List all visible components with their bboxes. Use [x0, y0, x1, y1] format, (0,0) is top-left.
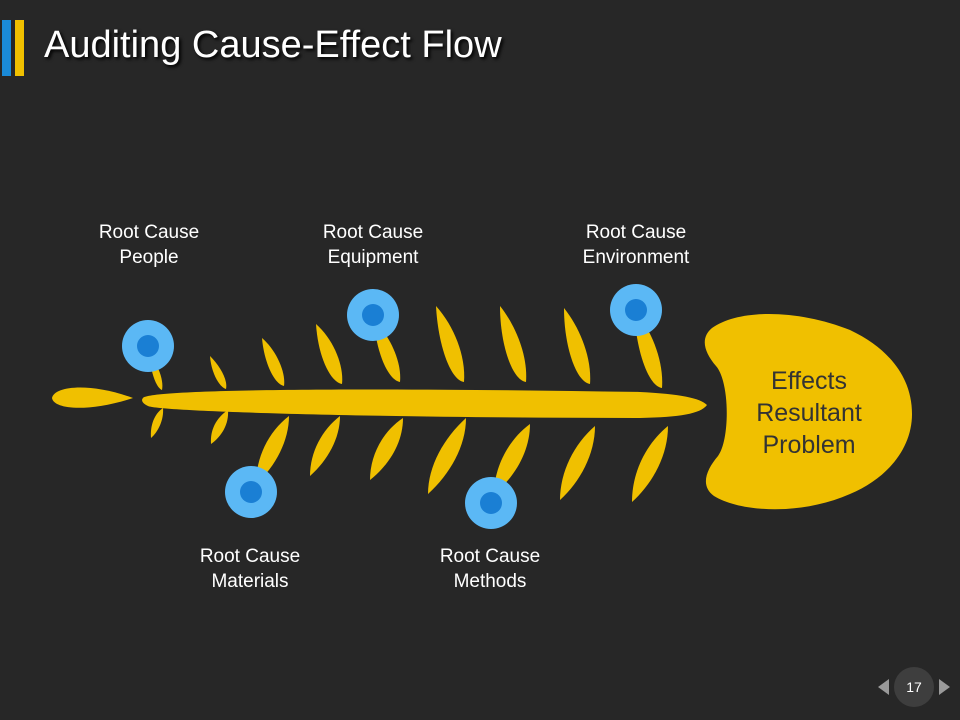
upper-rib-4: [316, 324, 343, 384]
fish-tail: [52, 387, 133, 408]
lower-rib-9: [632, 426, 668, 502]
lower-rib-4: [310, 416, 340, 476]
upper-rib-7: [500, 306, 527, 382]
cause-node-methods: [465, 477, 517, 529]
fish-spine: [142, 389, 708, 418]
cause-node-equipment: [347, 289, 399, 341]
title-accent-yellow-bar: [15, 20, 24, 76]
upper-rib-8: [564, 308, 591, 384]
lower-rib-7: [494, 424, 530, 494]
upper-rib-6: [436, 306, 465, 382]
page-number: 17: [894, 667, 934, 707]
slide-title: Auditing Cause-Effect Flow: [44, 24, 502, 66]
cause-node-materials: [225, 466, 277, 518]
lower-rib-8: [560, 426, 595, 500]
cause-node-environment: [610, 284, 662, 336]
lower-rib-3: [256, 416, 289, 484]
lower-rib-1: [150, 408, 164, 438]
lower-rib-6: [428, 418, 466, 494]
lower-rib-2: [210, 410, 229, 444]
next-slide-arrow-icon[interactable]: [939, 679, 950, 695]
title-accent-blue-bar: [2, 20, 11, 76]
upper-rib-2: [210, 356, 227, 389]
fish-head: [704, 313, 912, 510]
cause-node-people: [122, 320, 174, 372]
upper-rib-3: [262, 338, 285, 386]
lower-rib-5: [370, 418, 403, 480]
previous-slide-arrow-icon[interactable]: [878, 679, 889, 695]
